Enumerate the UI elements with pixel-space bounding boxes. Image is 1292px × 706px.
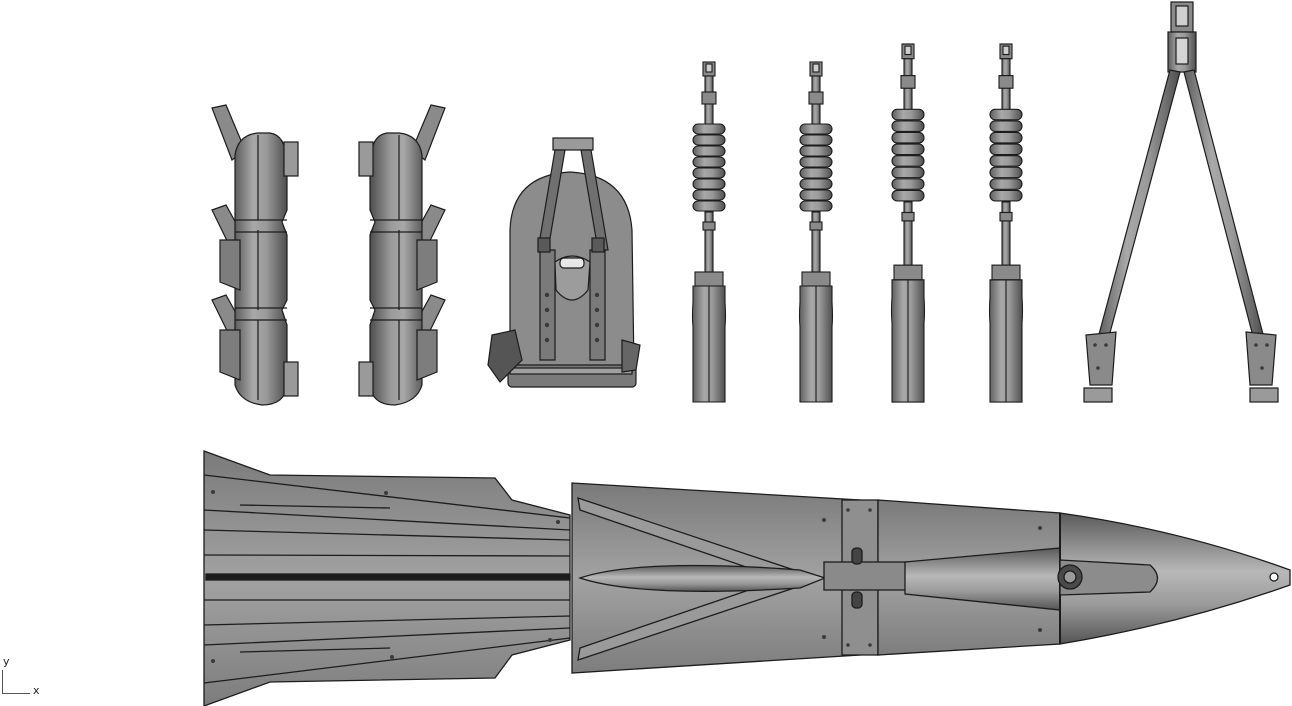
y-axis-label: y (3, 655, 10, 668)
x-axis-line (2, 693, 30, 694)
armrest-right-part[interactable] (358, 104, 446, 406)
strut-1-part[interactable] (691, 61, 727, 403)
a-frame-bipod-part[interactable] (1083, 1, 1279, 403)
seat-harness-part[interactable] (487, 137, 641, 388)
strut-3-part[interactable] (890, 43, 926, 403)
y-axis-line (2, 670, 3, 694)
armrest-left-part[interactable] (211, 104, 299, 406)
x-axis-label: x (33, 684, 40, 697)
strut-2-part[interactable] (798, 61, 834, 403)
axis-widget: y x (0, 650, 48, 700)
fuselage-part[interactable] (203, 450, 1291, 706)
strut-4-part[interactable] (988, 43, 1024, 403)
